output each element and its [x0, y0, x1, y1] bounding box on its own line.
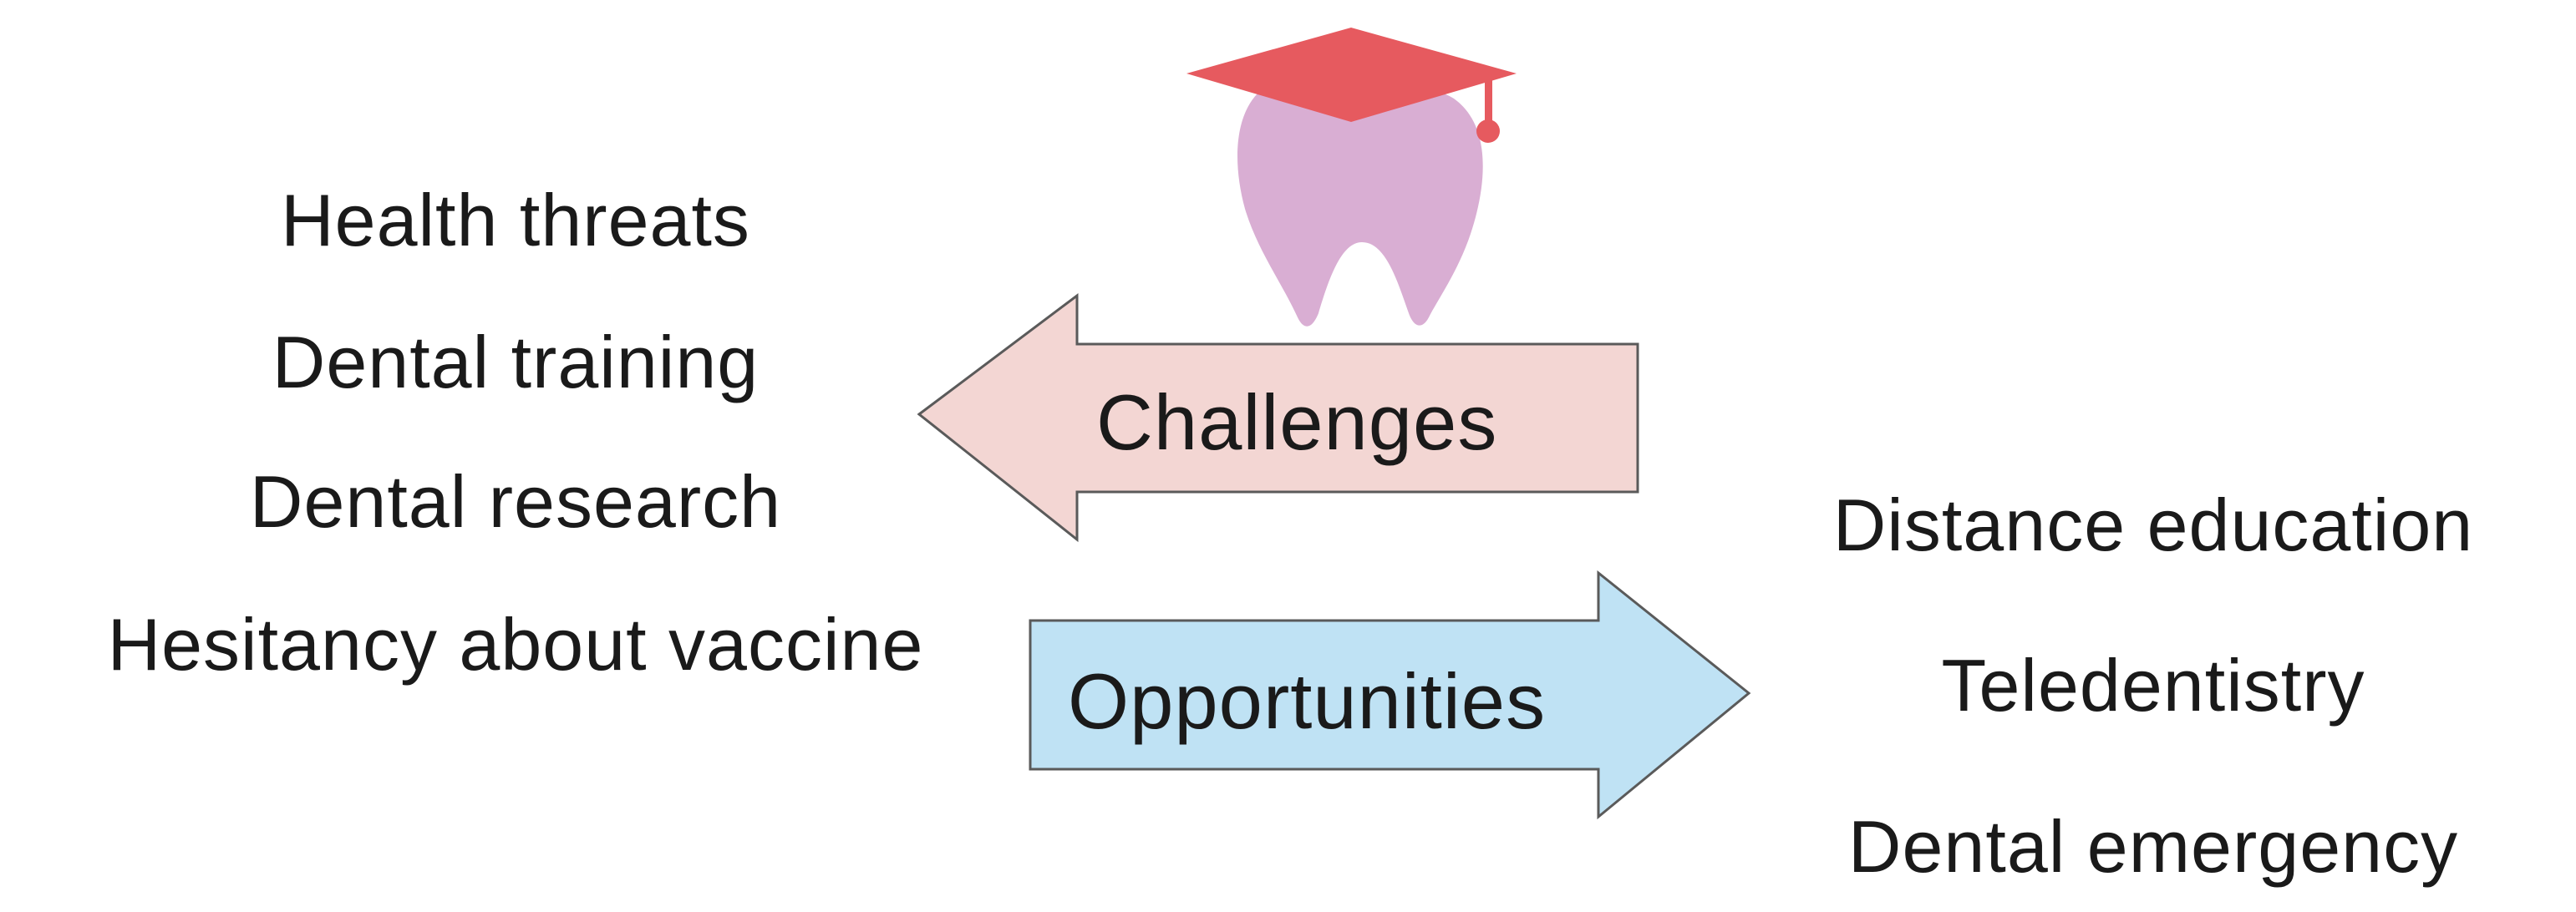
challenge-item-dental-research: Dental research	[249, 460, 782, 543]
opportunities-arrow	[1029, 570, 1751, 820]
challenge-item-health-threats: Health threats	[281, 179, 750, 261]
opportunity-item-dental-emergency: Dental emergency	[1847, 805, 2459, 888]
tooth-with-graduation-cap-icon	[1186, 28, 1517, 327]
challenge-item-hesitancy-about-vaccine: Hesitancy about vaccine	[107, 603, 924, 686]
challenges-arrow-label: Challenges	[1096, 378, 1498, 466]
opportunities-arrow-label: Opportunities	[1068, 657, 1547, 745]
challenges-arrow	[917, 292, 1639, 543]
opportunity-item-distance-education: Distance education	[1832, 484, 2474, 566]
tooth-icon	[1237, 86, 1483, 327]
challenge-item-dental-training: Dental training	[272, 321, 760, 403]
graduation-cap-icon	[1186, 28, 1517, 122]
opportunity-item-teledentistry: Teledentistry	[1941, 644, 2365, 727]
cap-tassel-cord	[1485, 78, 1492, 126]
cap-tassel-knob	[1476, 119, 1500, 143]
